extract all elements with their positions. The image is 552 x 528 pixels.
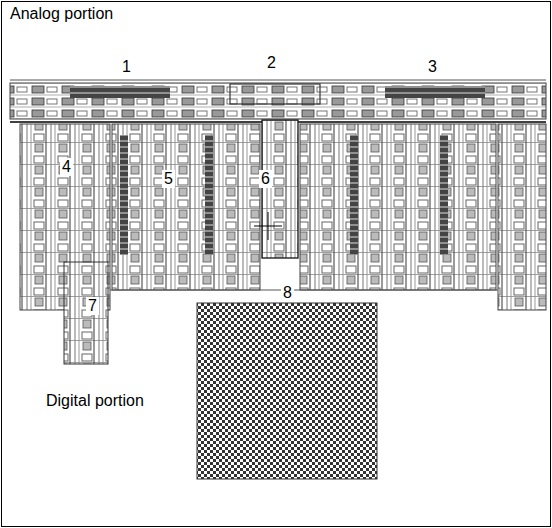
region-label: Analog portion bbox=[10, 5, 113, 23]
callout-number: 8 bbox=[281, 284, 294, 302]
callout-number: 3 bbox=[426, 58, 439, 76]
callout-number: 6 bbox=[259, 170, 272, 188]
callout-number: 4 bbox=[60, 158, 73, 176]
region-label: Digital portion bbox=[46, 392, 144, 410]
callout-number: 1 bbox=[120, 58, 133, 76]
callout-number: 7 bbox=[86, 297, 99, 315]
callout-number: 5 bbox=[162, 170, 175, 188]
callout-number: 2 bbox=[265, 54, 278, 72]
